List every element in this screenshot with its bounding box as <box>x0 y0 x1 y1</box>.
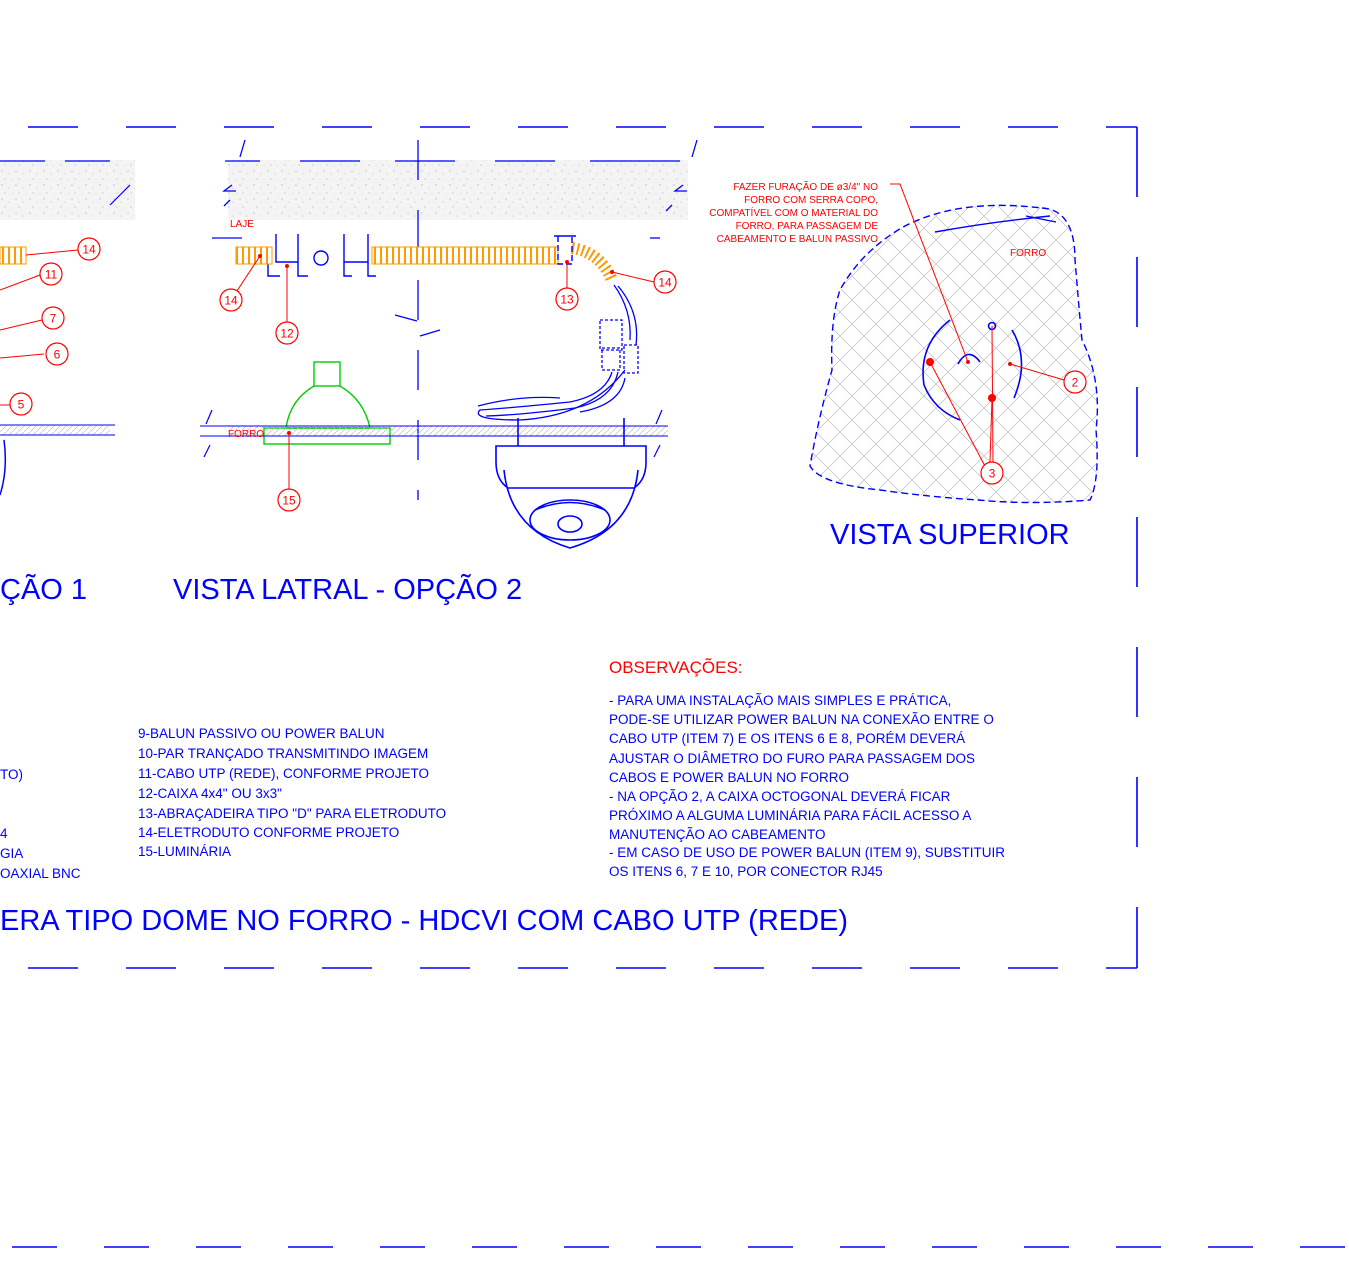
option1-title: ÇÃO 1 <box>0 572 87 606</box>
main-title: ERA TIPO DOME NO FORRO - HDCVI COM CABO … <box>0 905 848 937</box>
callout-tag-option2-12: 12 <box>275 321 299 345</box>
drill-note: FAZER FURAÇÃO DE ø3/4" NO FORRO COM SERR… <box>709 180 878 245</box>
svg-text:PRÓXIMO A ALGUMA LUMINÁRIA PAR: PRÓXIMO A ALGUMA LUMINÁRIA PARA FÁCIL AC… <box>609 808 971 823</box>
conduit-left <box>235 246 273 265</box>
electrical-box <box>267 234 376 277</box>
svg-text:GIA: GIA <box>0 846 23 861</box>
sheet-border <box>0 126 1349 1248</box>
svg-text:11-CABO UTP (REDE), CONFORME P: 11-CABO UTP (REDE), CONFORME PROJETO <box>138 766 429 781</box>
svg-text:14: 14 <box>82 243 96 257</box>
legend-left-fragments: TO) 4 GIA OAXIAL BNC <box>0 767 81 881</box>
svg-text:7: 7 <box>50 312 57 326</box>
svg-text:COMPATÍVEL COM O MATERIAL DO: COMPATÍVEL COM O MATERIAL DO <box>709 206 878 219</box>
svg-text:15: 15 <box>282 494 296 508</box>
d-clamp <box>554 235 576 265</box>
callout-tag-option1-5: 5 <box>9 392 33 416</box>
label-forro-side: FORRO <box>228 429 264 440</box>
svg-text:14-ELETRODUTO CONFORME PROJETO: 14-ELETRODUTO CONFORME PROJETO <box>138 825 399 840</box>
observations: OBSERVAÇÕES: - PARA UMA INSTALAÇÃO MAIS … <box>609 658 1005 879</box>
svg-text:PODE-SE UTILIZAR POWER BALUN N: PODE-SE UTILIZAR POWER BALUN NA CONEXÃO … <box>609 712 994 727</box>
svg-text:- EM CASO DE USO DE POWER BALU: - EM CASO DE USO DE POWER BALUN (ITEM 9)… <box>609 845 1005 860</box>
callout-tag-option2-15: 15 <box>277 488 301 512</box>
callout-tag-option2-13: 13 <box>555 287 579 311</box>
svg-text:3: 3 <box>989 467 996 481</box>
svg-text:14: 14 <box>224 294 238 308</box>
callout-tag-option2-14-right: 14 <box>653 270 677 294</box>
observations-heading: OBSERVAÇÕES: <box>609 658 743 677</box>
svg-text:FAZER FURAÇÃO DE ø3/4" NO: FAZER FURAÇÃO DE ø3/4" NO <box>733 180 878 193</box>
label-laje: LAJE <box>230 219 254 230</box>
svg-text:AJUSTAR O DIÂMETRO DO FURO PAR: AJUSTAR O DIÂMETRO DO FURO PARA PASSAGEM… <box>609 751 975 766</box>
top-view-title: VISTA SUPERIOR <box>830 519 1070 551</box>
callout-tag-top-2: 2 <box>1063 370 1087 394</box>
label-forro-top: FORRO <box>1010 248 1046 259</box>
top-view: FORRO FAZER FURAÇÃO DE ø3/4" NO FORRO CO… <box>709 180 1099 551</box>
svg-text:10-PAR TRANÇADO TRANSMITINDO I: 10-PAR TRANÇADO TRANSMITINDO IMAGEM <box>138 746 428 761</box>
svg-text:- NA OPÇÃO 2, A CAIXA OCTOGONA: - NA OPÇÃO 2, A CAIXA OCTOGONAL DEVERÁ F… <box>609 789 951 804</box>
svg-text:11: 11 <box>45 268 58 282</box>
svg-text:12-CAIXA 4x4" OU 3x3": 12-CAIXA 4x4" OU 3x3" <box>138 786 282 801</box>
svg-text:4: 4 <box>0 826 8 841</box>
svg-text:CABO UTP (ITEM 7) E OS ITENS 6: CABO UTP (ITEM 7) E OS ITENS 6 E 8, PORÉ… <box>609 731 965 746</box>
svg-text:TO): TO) <box>0 767 23 782</box>
callout-tag-option1-14: 14 <box>77 237 101 261</box>
camera-cables <box>477 284 639 421</box>
option2-view: LAJE <box>173 139 698 606</box>
svg-text:13: 13 <box>560 293 574 307</box>
conduit-option1 <box>0 246 27 265</box>
svg-text:CABEAMENTO E BALUN PASSIVO: CABEAMENTO E BALUN PASSIVO <box>717 234 879 245</box>
option1-view: 14 11 7 6 5 ÇÃO 1 <box>0 160 135 606</box>
dome-camera <box>495 418 647 549</box>
svg-text:2: 2 <box>1072 376 1079 390</box>
svg-text:CABOS E POWER BALUN NO FORRO: CABOS E POWER BALUN NO FORRO <box>609 770 849 785</box>
ceiling-option2 <box>200 409 668 458</box>
svg-text:FORRO, PARA PASSAGEM DE: FORRO, PARA PASSAGEM DE <box>736 221 879 232</box>
svg-text:15-LUMINÁRIA: 15-LUMINÁRIA <box>138 844 231 859</box>
callout-tag-option1-6: 6 <box>45 342 69 366</box>
callout-tag-option2-14-left: 14 <box>219 288 243 312</box>
slab-option2 <box>228 160 688 220</box>
conduit-main <box>371 246 559 265</box>
svg-text:14: 14 <box>658 276 672 290</box>
svg-text:9-BALUN PASSIVO OU POWER BALUN: 9-BALUN PASSIVO OU POWER BALUN <box>138 726 385 741</box>
svg-text:13-ABRAÇADEIRA TIPO "D" PARA E: 13-ABRAÇADEIRA TIPO "D" PARA ELETRODUTO <box>138 806 446 821</box>
callout-tag-option1-7: 7 <box>41 306 65 330</box>
svg-text:FORRO COM SERRA COPO,: FORRO COM SERRA COPO, <box>744 195 878 206</box>
svg-text:12: 12 <box>280 327 294 341</box>
svg-text:MANUTENÇÃO AO CABEAMENTO: MANUTENÇÃO AO CABEAMENTO <box>609 827 826 842</box>
callout-tag-option1-11: 11 <box>39 262 63 286</box>
svg-text:6: 6 <box>54 348 61 362</box>
callout-tag-top-3: 3 <box>980 461 1004 485</box>
legend-list: 9-BALUN PASSIVO OU POWER BALUN 10-PAR TR… <box>138 726 446 859</box>
svg-text:- PARA UMA INSTALAÇÃO MAIS SIM: - PARA UMA INSTALAÇÃO MAIS SIMPLES E PRÁ… <box>609 693 951 708</box>
ceiling-top-outline <box>809 204 1099 504</box>
conduit-bend <box>570 242 618 283</box>
svg-text:OS ITENS 6, 7 E 10, POR CONECT: OS ITENS 6, 7 E 10, POR CONECTOR RJ45 <box>609 864 883 879</box>
svg-text:OAXIAL BNC: OAXIAL BNC <box>0 866 81 881</box>
slab-option1 <box>0 160 135 220</box>
svg-text:5: 5 <box>18 398 25 412</box>
option2-title: VISTA LATRAL - OPÇÃO 2 <box>173 572 522 606</box>
